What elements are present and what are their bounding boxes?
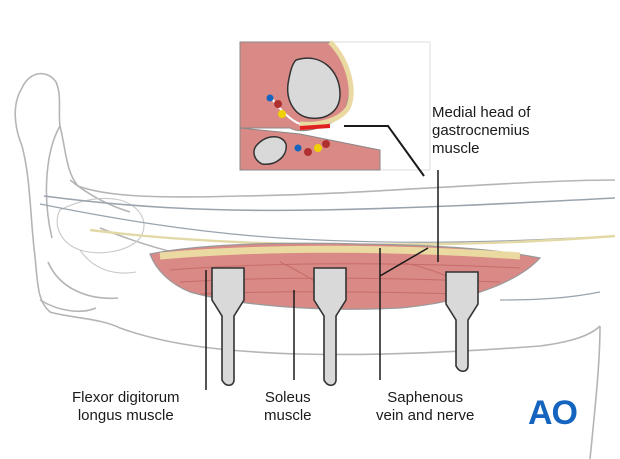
label-line: Saphenous: [387, 389, 464, 406]
retractor-2: [313, 267, 347, 387]
leg-outline: [14, 72, 616, 459]
label-line: Medial head of: [432, 104, 531, 121]
leader-lines: [205, 170, 439, 390]
label-line: muscle: [432, 140, 480, 157]
retractor-3: [445, 271, 479, 373]
label-line: muscle: [264, 407, 312, 424]
label-flexor-digitorum: Flexor digitorum longus muscle: [72, 389, 180, 425]
ao-logo: AO: [528, 394, 578, 432]
label-line: vein and nerve: [376, 407, 475, 424]
label-soleus: Soleus muscle: [264, 389, 312, 425]
bone-ghost: [56, 197, 145, 274]
label-line: Flexor digitorum: [72, 389, 180, 406]
label-gastrocnemius: Medial head of gastrocnemius muscle: [432, 104, 530, 158]
label-line: Soleus: [264, 389, 311, 406]
label-line: gastrocnemius: [432, 122, 530, 139]
retractor-1: [211, 267, 245, 387]
vessel-lines: [39, 195, 616, 301]
label-saphenous: Saphenous vein and nerve: [376, 389, 474, 425]
label-line: longus muscle: [77, 407, 174, 424]
cross-section-inset: [239, 40, 431, 177]
